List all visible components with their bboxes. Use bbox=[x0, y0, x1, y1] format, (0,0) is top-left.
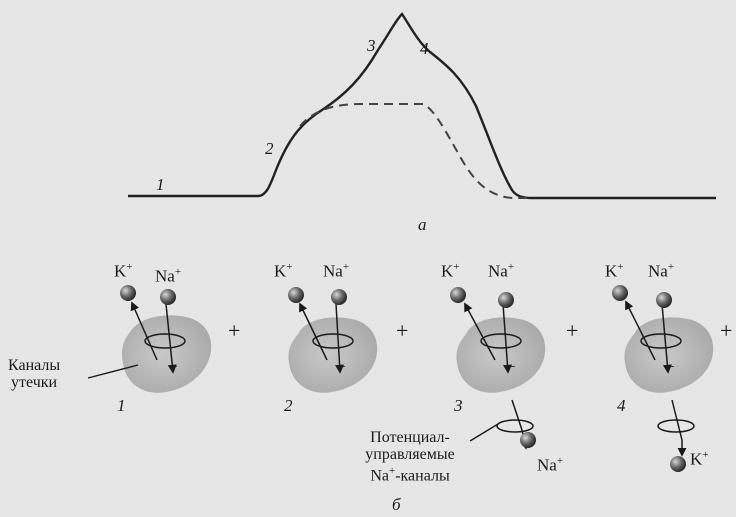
plus-sign-3: + bbox=[566, 318, 579, 343]
leak-channels-leader bbox=[87, 364, 139, 379]
k-ion-label-1: K+ bbox=[114, 261, 133, 281]
part-a-label: а bbox=[418, 215, 427, 234]
leak-channels-label: Каналы утечки bbox=[8, 357, 61, 391]
stage-4-label: 4 bbox=[420, 39, 429, 58]
na-ion-label-3-inside: Na+ bbox=[537, 455, 564, 475]
panel-4-channel bbox=[612, 285, 714, 472]
panel-number-1: 1 bbox=[117, 396, 126, 415]
na-current-dashed-curve bbox=[299, 103, 532, 199]
k-ion-label-4: K+ bbox=[605, 261, 624, 281]
na-ion-label-4: Na+ bbox=[648, 261, 675, 281]
stage-1-label: 1 bbox=[156, 175, 165, 194]
part-b-label: б bbox=[392, 495, 401, 514]
panel-number-2: 2 bbox=[284, 396, 293, 415]
gated-channels-leader bbox=[469, 423, 499, 442]
action-potential-curve bbox=[128, 12, 716, 200]
panel-number-4: 4 bbox=[617, 396, 626, 415]
na-ion-label-1: Na+ bbox=[155, 266, 182, 286]
plus-sign-1: + bbox=[228, 318, 241, 343]
minus-sign-2: − bbox=[336, 357, 346, 376]
voltage-gated-channels-label: Потенциал- управляемые Na+-каналы bbox=[365, 429, 455, 485]
minus-sign-4: − bbox=[665, 357, 675, 376]
panel-3-channel bbox=[450, 287, 546, 450]
k-ion-label-2: K+ bbox=[274, 261, 293, 281]
panel-2-channel bbox=[288, 287, 378, 393]
plus-sign-4: + bbox=[720, 318, 733, 343]
minus-sign-3: − bbox=[506, 357, 516, 376]
minus-sign-1: − bbox=[168, 357, 178, 376]
na-ion-label-2: Na+ bbox=[323, 261, 350, 281]
stage-2-label: 2 bbox=[265, 139, 274, 158]
na-ion-label-3: Na+ bbox=[488, 261, 515, 281]
plus-sign-2: + bbox=[396, 318, 409, 343]
k-ion-label-3: K+ bbox=[441, 261, 460, 281]
panel-number-3: 3 bbox=[454, 396, 463, 415]
stage-3-label: 3 bbox=[367, 36, 376, 55]
k-ion-label-4-inside: K+ bbox=[690, 449, 709, 469]
panel-1-channel bbox=[120, 285, 212, 393]
